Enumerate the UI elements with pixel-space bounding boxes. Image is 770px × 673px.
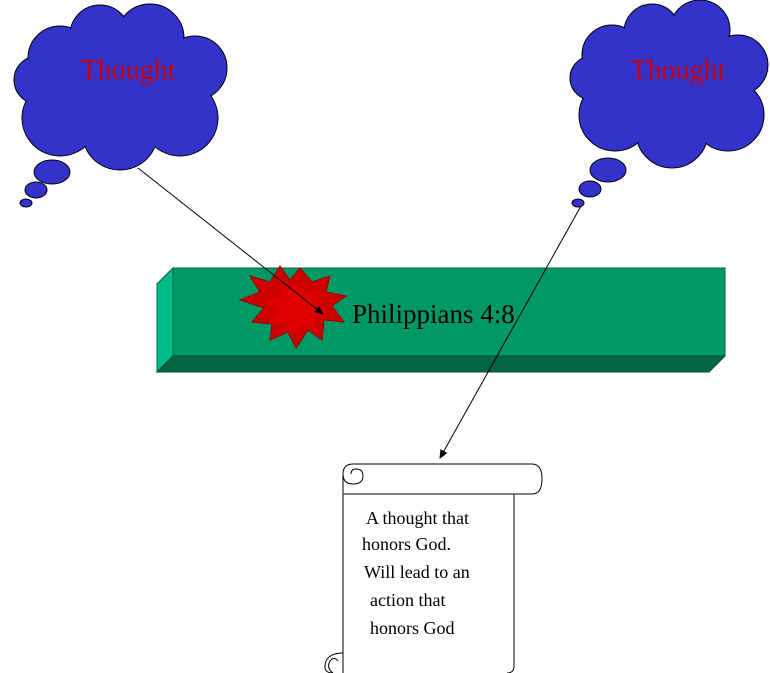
scripture-bar: Philippians 4:8 [155, 266, 727, 374]
starburst [238, 265, 348, 349]
right-cloud-label: Thought [631, 55, 726, 86]
scroll-text: A thought that honors God. Will lead to … [362, 508, 470, 638]
scroll-line-3: Will lead to an [364, 562, 470, 582]
right-thought-cloud: Thought [569, 0, 769, 208]
scroll-line-2: honors God. [362, 534, 451, 554]
left-cloud-connector [137, 167, 324, 315]
scroll [324, 463, 543, 673]
left-thought-cloud: Thought [13, 3, 228, 208]
bar-label: Philippians 4:8 [352, 299, 515, 329]
right-cloud-connector [439, 205, 582, 459]
left-cloud-label: Thought [81, 55, 176, 86]
scroll-line-4: action that [370, 590, 445, 610]
scroll-line-1: A thought that [366, 508, 469, 528]
scroll-line-5: honors God [370, 618, 455, 638]
